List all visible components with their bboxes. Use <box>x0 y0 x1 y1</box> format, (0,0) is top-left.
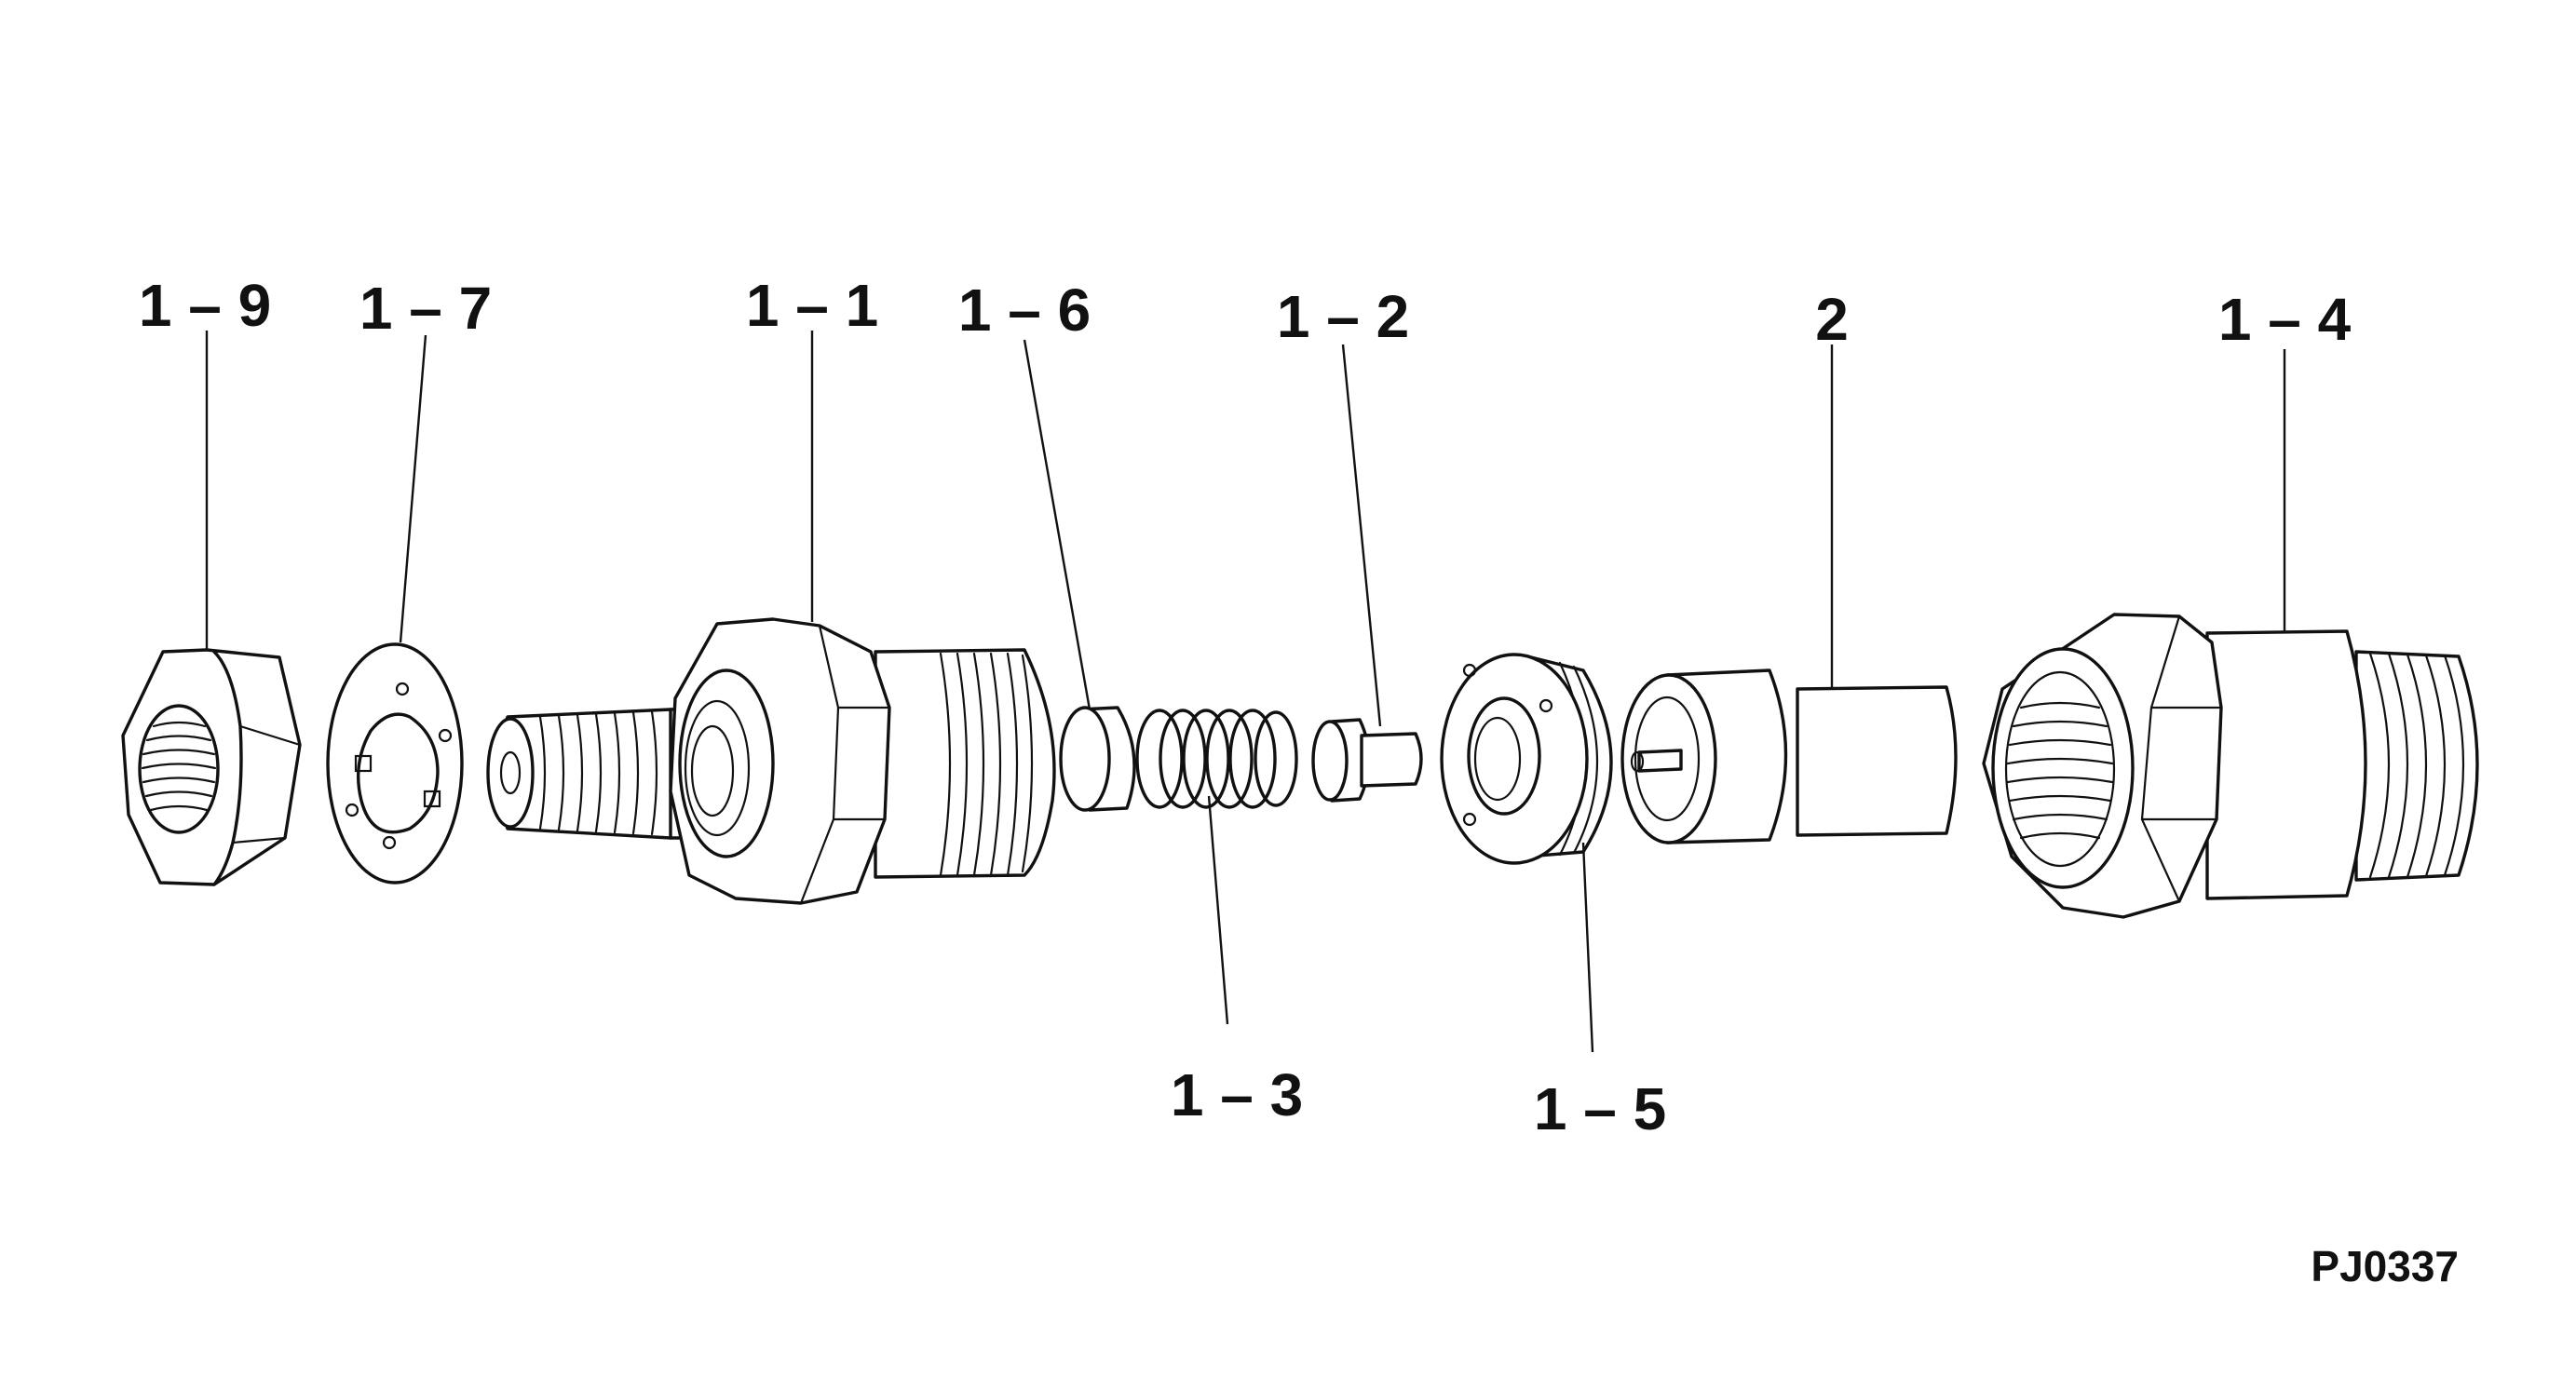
leader-lines <box>205 331 2286 1053</box>
callout-1-1: 1 – 1 <box>746 272 878 339</box>
callout-1-9: 1 – 9 <box>139 272 271 339</box>
part-2-nozzle <box>1620 668 1958 844</box>
callout-2: 2 <box>1815 286 1849 353</box>
part-1-4-retaining-nut <box>1982 613 2479 919</box>
callout-labels: 1 – 9 1 – 7 1 – 1 1 – 6 1 – 2 2 1 – 4 1 … <box>139 272 2352 1142</box>
figure-id: PJ0337 <box>2311 1242 2459 1290</box>
part-1-3-spring <box>1135 709 1298 809</box>
part-1-2-push-rod <box>1311 718 1423 803</box>
leader-1-2 <box>1341 344 1382 727</box>
part-1-7-lock-washer <box>326 642 464 885</box>
leader-1-3 <box>1207 795 1229 1025</box>
part-1-1-holder-body <box>486 617 1056 905</box>
callout-1-6: 1 – 6 <box>958 277 1091 344</box>
part-1-9-hex-nut <box>121 648 302 886</box>
callout-1-4: 1 – 4 <box>2218 286 2352 353</box>
leader-1-6 <box>1023 339 1091 710</box>
callout-1-5: 1 – 5 <box>1534 1075 1666 1142</box>
callout-1-7: 1 – 7 <box>359 275 492 342</box>
part-1-5-collar <box>1440 653 1613 865</box>
leader-1-7 <box>399 334 427 643</box>
leader-1-5 <box>1581 842 1594 1053</box>
callout-1-2: 1 – 2 <box>1277 283 1409 350</box>
callout-1-3: 1 – 3 <box>1171 1061 1303 1128</box>
part-1-6-spacer <box>1059 706 1136 812</box>
